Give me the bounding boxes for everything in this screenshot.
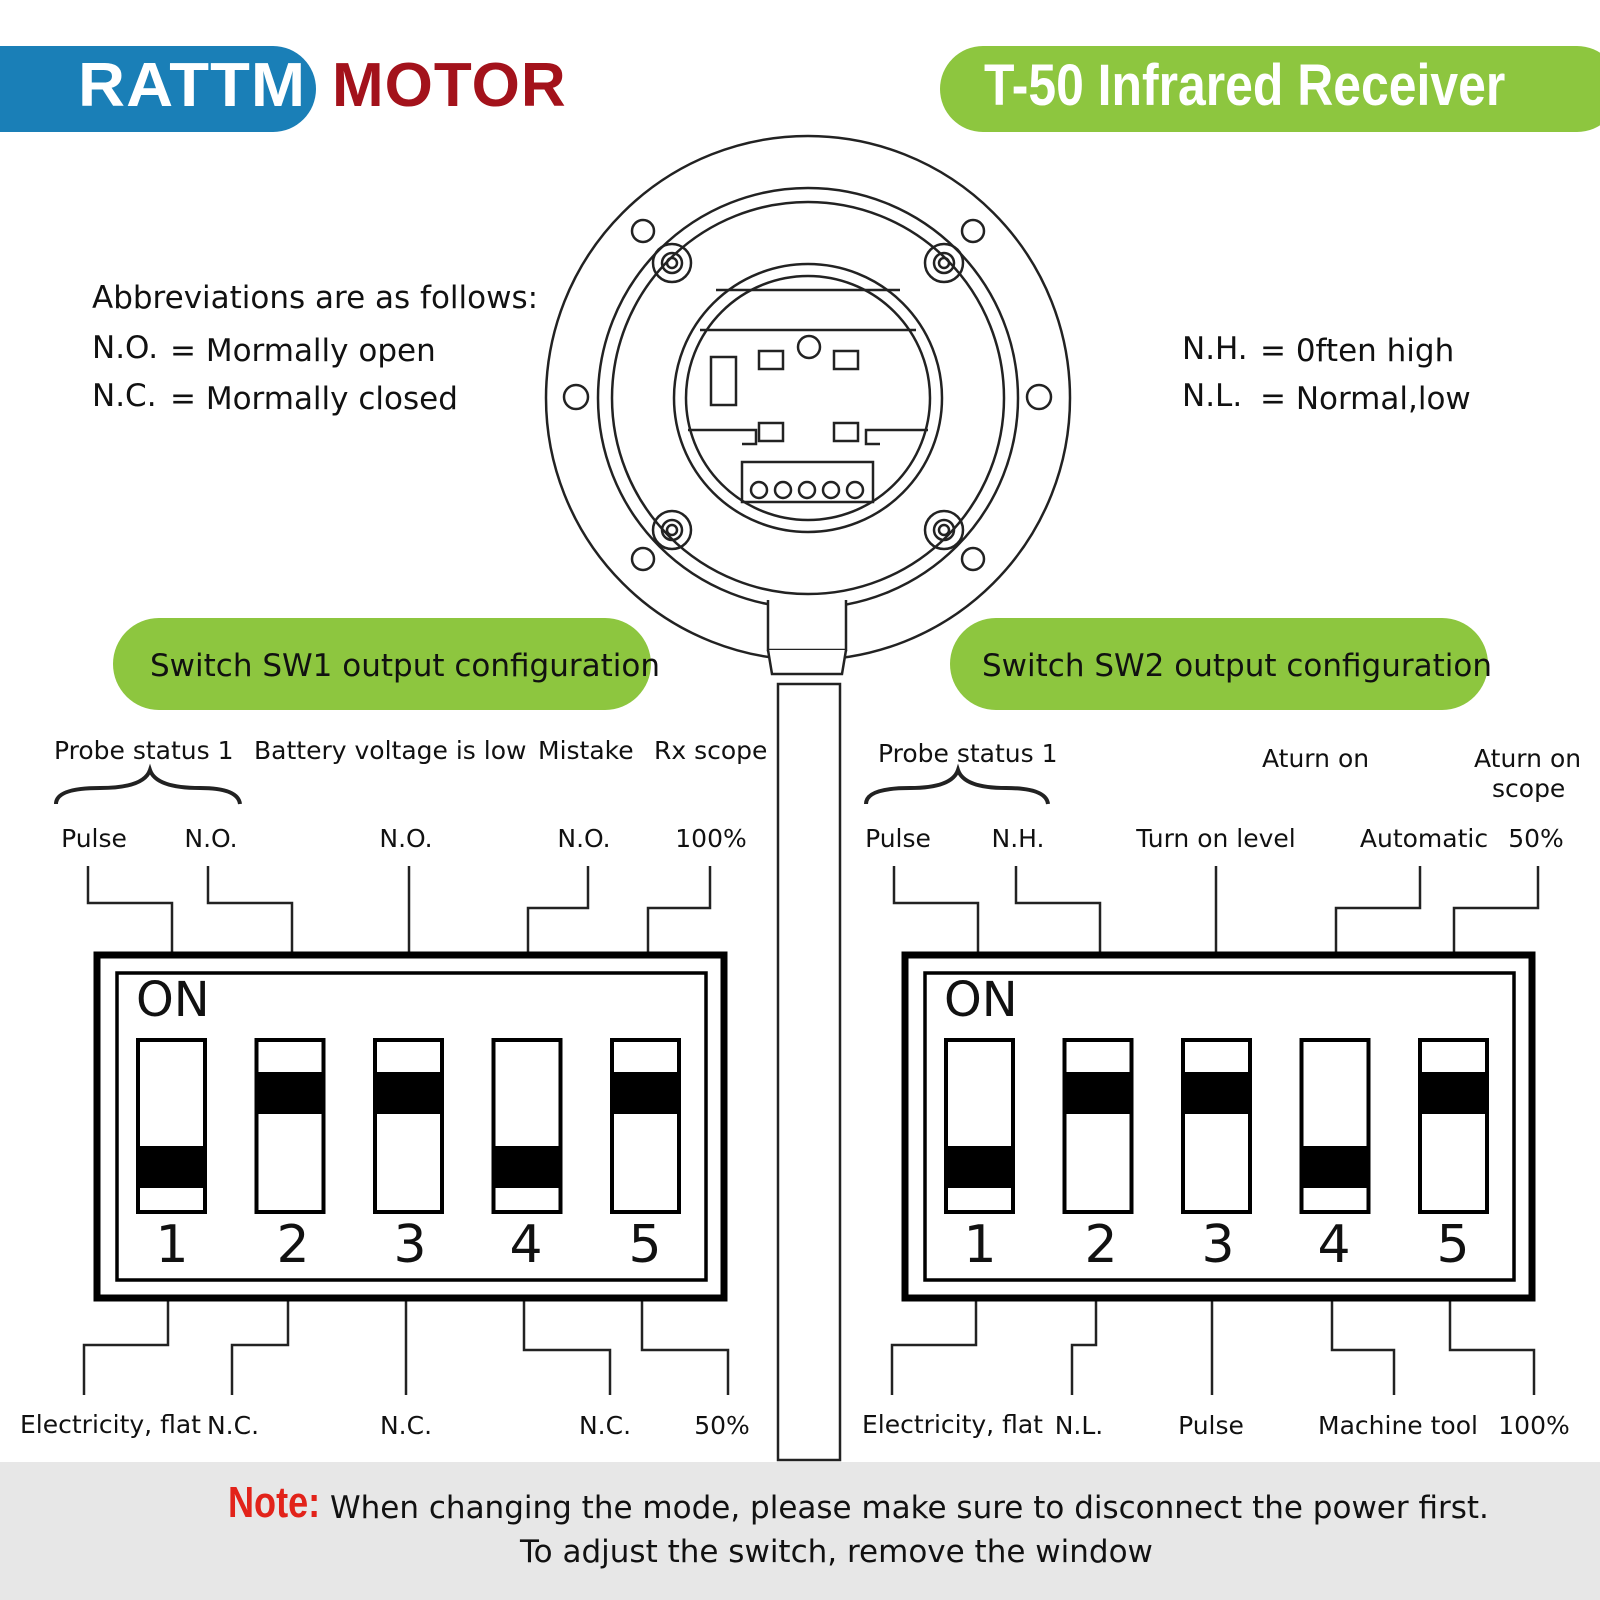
sw2-bottom-label-4: Machine tool — [1318, 1411, 1478, 1440]
note-panel — [0, 1462, 1600, 1600]
sw1-number-4: 4 — [509, 1215, 543, 1275]
abbr-no: N.O. — [92, 330, 159, 366]
sw2-bottom-label-2: N.L. — [1054, 1411, 1104, 1440]
sw1-title-pill — [113, 618, 651, 710]
sw2-number-4: 4 — [1317, 1215, 1351, 1275]
sw1-toggle-4[interactable] — [493, 1146, 561, 1188]
sw2-header-aturn-on-2: Aturn on — [1474, 744, 1582, 773]
sw2-slot-2 — [1062, 1038, 1134, 1214]
sw2-bottom-leads — [890, 1298, 1536, 1395]
sw1-number-5: 5 — [628, 1215, 662, 1275]
sw2-number-1: 1 — [963, 1215, 997, 1275]
sw2-toggle-3[interactable] — [1183, 1072, 1250, 1114]
abbr-nl-meaning: = Normal,low — [1260, 381, 1471, 417]
sw2-number-5: 5 — [1436, 1215, 1470, 1275]
sw1-number-1: 1 — [155, 1215, 189, 1275]
sw2-header-aturn-on: Aturn on — [1262, 744, 1370, 773]
brand-logo-motor: MOTOR — [332, 51, 567, 120]
sw1-slot-3 — [373, 1038, 444, 1214]
sw2-dip-switch — [901, 951, 1536, 1302]
sw2-top-label-4: Automatic — [1359, 824, 1489, 853]
sw1-header-rx-scope: Rx scope — [654, 736, 768, 765]
sw2-toggle-5[interactable] — [1420, 1072, 1487, 1114]
sw1-bottom-label-1: Electricity, flat — [20, 1410, 201, 1439]
sw1-top-label-2: N.O. — [184, 824, 238, 853]
brand-logo-rattm: RATTM — [78, 51, 307, 120]
sw2-slot-3 — [1181, 1038, 1252, 1214]
sw1-bottom-label-3: N.C. — [379, 1411, 433, 1440]
sw1-top-label-4: N.O. — [557, 824, 611, 853]
abbr-nc-meaning: = Mormally closed — [170, 381, 458, 417]
sw1-switch-slots — [136, 1038, 681, 1214]
sw1-toggle-3[interactable] — [375, 1072, 442, 1114]
abbreviations-heading: Abbreviations are as follows: — [92, 280, 539, 316]
brand-logo-background — [0, 46, 316, 132]
sw1-bottom-label-5: 50% — [694, 1411, 750, 1440]
abbr-nh-meaning: = 0ften high — [1260, 333, 1455, 369]
sw1-top-label-1: Pulse — [61, 824, 127, 853]
sw2-title: Switch SW2 output configuration — [982, 648, 1492, 684]
sw2-switch-slots — [944, 1038, 1489, 1214]
sw2-slot-5 — [1418, 1038, 1489, 1214]
abbr-nh: N.H. — [1182, 331, 1248, 367]
sw2-bottom-label-1: Electricity, flat — [862, 1410, 1043, 1439]
sw1-toggle-5[interactable] — [612, 1072, 679, 1114]
sw2-top-leads — [864, 763, 1540, 955]
sw1-top-label-3: N.O. — [379, 824, 433, 853]
sw1-slot-5 — [610, 1038, 681, 1214]
sw2-bottom-label-3: Pulse — [1178, 1411, 1244, 1440]
sw2-top-label-3: Turn on level — [1136, 824, 1296, 853]
sw1-top-label-5: 100% — [675, 824, 747, 853]
sw2-toggle-2[interactable] — [1064, 1072, 1132, 1114]
sw2-number-3: 3 — [1201, 1215, 1235, 1275]
sw2-header-scope: scope — [1492, 774, 1566, 803]
title-banner — [940, 46, 1600, 132]
sw2-toggle-4[interactable] — [1301, 1146, 1369, 1188]
sw1-number-3: 3 — [393, 1215, 427, 1275]
sw1-group-label: Probe status 1 — [54, 736, 234, 765]
note-line-1: When changing the mode, please make sure… — [330, 1490, 1489, 1526]
sw1-top-leads — [54, 763, 712, 955]
sw2-top-label-2: N.H. — [991, 824, 1045, 853]
sw1-title: Switch SW1 output configuration — [150, 648, 660, 684]
abbr-nc: N.C. — [92, 378, 157, 414]
sw2-bottom-label-5: 100% — [1498, 1411, 1570, 1440]
sw2-number-2: 2 — [1084, 1215, 1118, 1275]
sw1-bottom-label-4: N.C. — [578, 1411, 632, 1440]
sw2-group-label: Probe status 1 — [878, 739, 1058, 768]
sw1-header-mistake: Mistake — [538, 736, 634, 765]
abbr-no-meaning: = Mormally open — [170, 333, 436, 369]
sw2-on-label: ON — [944, 972, 1018, 1028]
sw1-header-battery: Battery voltage is low — [254, 736, 527, 765]
sw1-bottom-leads — [82, 1298, 730, 1395]
note-label: Note: — [228, 1478, 321, 1527]
sw2-title-pill — [950, 618, 1488, 710]
note-line-2: To adjust the switch, remove the window — [520, 1534, 1153, 1570]
sw2-toggle-1[interactable] — [946, 1146, 1013, 1188]
sw2-top-label-1: Pulse — [865, 824, 931, 853]
sw1-dip-switch — [93, 951, 728, 1302]
sw1-toggle-1[interactable] — [138, 1146, 205, 1188]
sw1-slot-2 — [254, 1038, 326, 1214]
sw1-bottom-label-2: N.C. — [206, 1411, 260, 1440]
abbr-nl: N.L. — [1182, 378, 1243, 414]
sw1-number-2: 2 — [276, 1215, 310, 1275]
sw1-toggle-2[interactable] — [256, 1072, 324, 1114]
sw1-on-label: ON — [136, 972, 210, 1028]
receiver-housing — [544, 134, 1072, 1462]
product-title: T-50 Infrared Receiver — [984, 53, 1506, 118]
sw2-top-label-5: 50% — [1508, 824, 1564, 853]
